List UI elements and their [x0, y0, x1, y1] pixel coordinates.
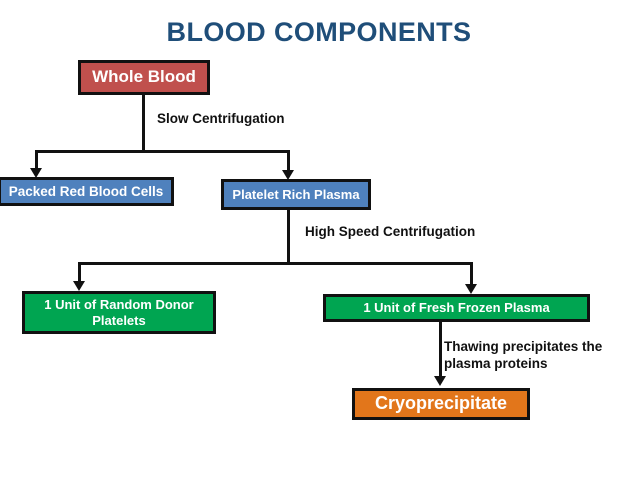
node-whole-blood: Whole Blood	[78, 60, 210, 95]
connector-ffp-to-cryo	[439, 322, 442, 380]
node-cryoprecipitate: Cryoprecipitate	[352, 388, 530, 420]
connector-prp-stem	[287, 210, 290, 265]
connector-to-prbc	[35, 150, 38, 172]
node-packed-red-blood-cells-label: Packed Red Blood Cells	[8, 183, 164, 199]
node-random-donor-platelets-label: 1 Unit of Random Donor Platelets	[44, 297, 194, 328]
node-fresh-frozen-plasma: 1 Unit of Fresh Frozen Plasma	[323, 294, 590, 322]
node-platelet-rich-plasma: Platelet Rich Plasma	[221, 179, 371, 210]
edge-label-high-speed-centrifugation: High Speed Centrifugation	[305, 224, 476, 239]
node-whole-blood-label: Whole Blood	[92, 67, 196, 87]
arrowhead-to-cryo	[434, 376, 446, 386]
arrowhead-to-platelets	[73, 281, 85, 291]
edge-label-thawing: Thawing precipitates the plasma proteins	[444, 339, 603, 371]
connector-to-platelets	[78, 262, 81, 285]
edge-label-slow-centrifugation: Slow Centrifugation	[157, 111, 285, 126]
connector-whole-blood-stem	[142, 95, 145, 153]
node-cryoprecipitate-label: Cryoprecipitate	[374, 393, 508, 414]
arrowhead-to-ffp	[465, 284, 477, 294]
node-random-donor-platelets: 1 Unit of Random Donor Platelets	[22, 291, 216, 334]
connector-highspeed-split-bar	[78, 262, 473, 265]
connector-to-ffp	[470, 262, 473, 287]
arrowhead-to-prp	[282, 170, 294, 180]
page-title: BLOOD COMPONENTS	[166, 17, 472, 47]
node-packed-red-blood-cells: Packed Red Blood Cells	[0, 177, 174, 206]
node-platelet-rich-plasma-label: Platelet Rich Plasma	[232, 186, 360, 202]
node-fresh-frozen-plasma-label: 1 Unit of Fresh Frozen Plasma	[363, 300, 550, 316]
connector-to-prp	[287, 150, 290, 174]
connector-slow-split-bar	[35, 150, 290, 153]
arrowhead-to-prbc	[30, 168, 42, 178]
